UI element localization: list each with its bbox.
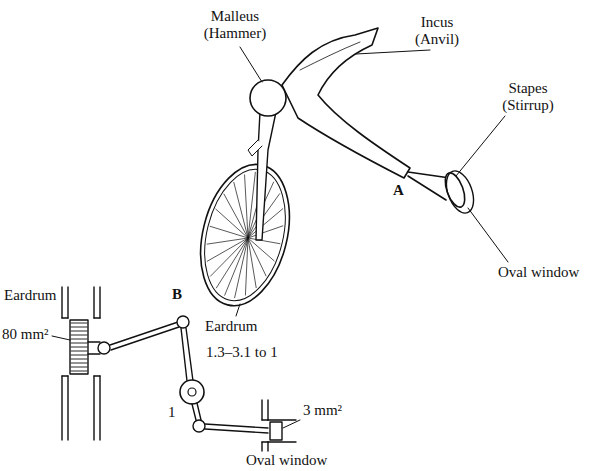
eardrum-spoke bbox=[248, 238, 256, 288]
area-dimension: 80 mm² bbox=[2, 326, 49, 343]
eardrum-spoke bbox=[248, 238, 280, 244]
lever-arm bbox=[192, 403, 201, 420]
pivot-axle bbox=[188, 388, 196, 396]
eardrum-rim bbox=[187, 155, 303, 315]
membrane-hatch bbox=[71, 371, 87, 372]
panel-letter: B bbox=[172, 286, 182, 303]
leader-line bbox=[283, 420, 300, 428]
incus-bone bbox=[282, 28, 410, 178]
area-dimension: 3 mm² bbox=[303, 402, 342, 419]
membrane-hatch bbox=[71, 347, 87, 348]
eardrum-drawing bbox=[187, 155, 303, 315]
leader-line bbox=[356, 50, 430, 54]
membrane-hatch bbox=[71, 343, 87, 344]
stapes-legs bbox=[408, 172, 450, 200]
incus-shading bbox=[300, 42, 360, 70]
malleus-handle bbox=[256, 112, 276, 240]
membrane-hatch bbox=[71, 339, 87, 340]
eardrum-spoke bbox=[216, 209, 248, 238]
membrane-hatch bbox=[71, 363, 87, 364]
eardrum-spoke bbox=[210, 238, 248, 276]
eardrum-spoke bbox=[234, 182, 248, 238]
membrane-hatch bbox=[71, 359, 87, 360]
eardrum-spoke bbox=[248, 209, 283, 238]
membrane-hatch bbox=[71, 327, 87, 328]
lever-arm bbox=[181, 328, 193, 381]
oval-window-ring bbox=[441, 167, 479, 217]
membrane-hatch bbox=[71, 335, 87, 336]
leader-line bbox=[240, 47, 262, 82]
part-name: Incus (Anvil) bbox=[405, 14, 469, 48]
leader-line bbox=[236, 304, 240, 316]
leader-line bbox=[468, 208, 508, 262]
eardrum-spoke bbox=[248, 172, 255, 238]
lever-rod bbox=[110, 322, 179, 350]
oval-window-piston bbox=[270, 422, 282, 440]
eardrum-spoke bbox=[248, 238, 274, 261]
membrane-hatch bbox=[71, 367, 87, 368]
leader-line bbox=[456, 116, 505, 176]
part-name: Eardrum bbox=[205, 318, 257, 335]
part-name: Oval window bbox=[498, 264, 579, 281]
malleus-head bbox=[250, 80, 286, 116]
oval-window-wall bbox=[262, 400, 296, 451]
eardrum-spoke bbox=[225, 238, 248, 295]
part-name: Oval window bbox=[246, 452, 327, 469]
membrane-hatch bbox=[71, 323, 87, 324]
membrane-hatch bbox=[71, 331, 87, 332]
membrane-hatch bbox=[71, 355, 87, 356]
eardrum-spoke bbox=[245, 175, 248, 238]
eardrum-membrane bbox=[70, 320, 88, 374]
stapes-rod bbox=[205, 424, 268, 433]
joint bbox=[193, 420, 205, 432]
membrane-hatch bbox=[71, 351, 87, 352]
leader-line bbox=[52, 336, 70, 340]
lever-ratio: 1.3–3.1 to 1 bbox=[206, 344, 278, 361]
eardrum-inner-rim bbox=[192, 161, 298, 309]
lever-ratio: 1 bbox=[168, 404, 176, 421]
joint bbox=[98, 342, 110, 354]
eardrum-spoke bbox=[207, 238, 248, 244]
panel-letter: A bbox=[393, 182, 404, 199]
part-name: Stapes (Stirrup) bbox=[486, 80, 570, 114]
eardrum-spoke bbox=[216, 238, 248, 288]
eardrum-spoke bbox=[207, 238, 248, 261]
eardrum-spoke bbox=[248, 226, 283, 238]
part-name: Malleus (Hammer) bbox=[190, 8, 280, 42]
eardrum-spoke bbox=[235, 238, 248, 298]
eardrum-wall bbox=[62, 287, 100, 440]
eardrum-spoke bbox=[248, 238, 266, 276]
malleus-process bbox=[248, 140, 262, 156]
part-name: Eardrum bbox=[4, 287, 56, 304]
pivot bbox=[180, 380, 204, 404]
eardrum-spoke bbox=[224, 194, 248, 238]
joint bbox=[177, 316, 189, 328]
